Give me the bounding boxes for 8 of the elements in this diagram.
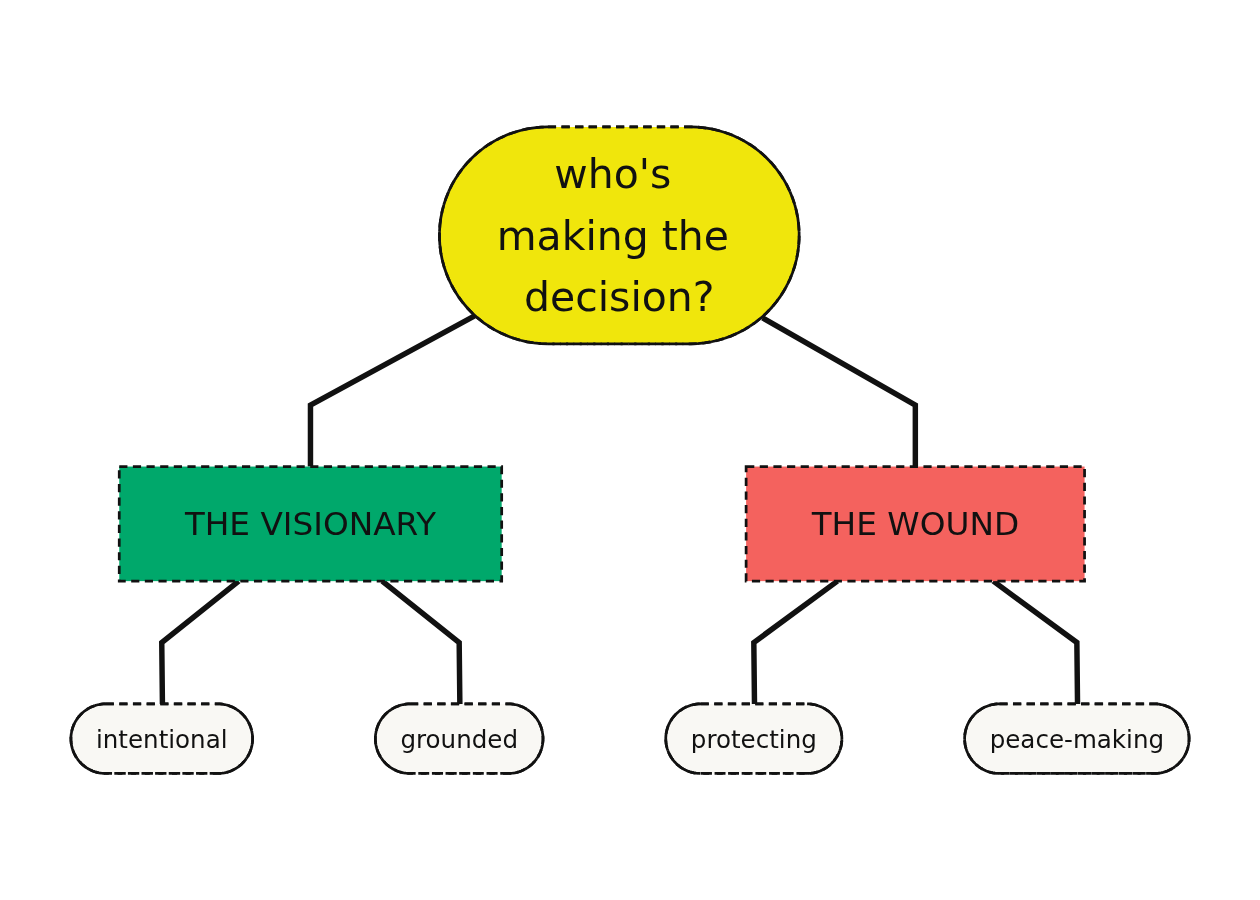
node-box: THE WOUND xyxy=(744,465,1086,583)
node-box: THE VISIONARY xyxy=(117,465,504,583)
connector xyxy=(159,578,241,705)
connector xyxy=(307,313,477,467)
connector xyxy=(380,578,463,705)
connector xyxy=(991,578,1081,705)
connector xyxy=(761,315,919,467)
connector xyxy=(751,578,839,705)
